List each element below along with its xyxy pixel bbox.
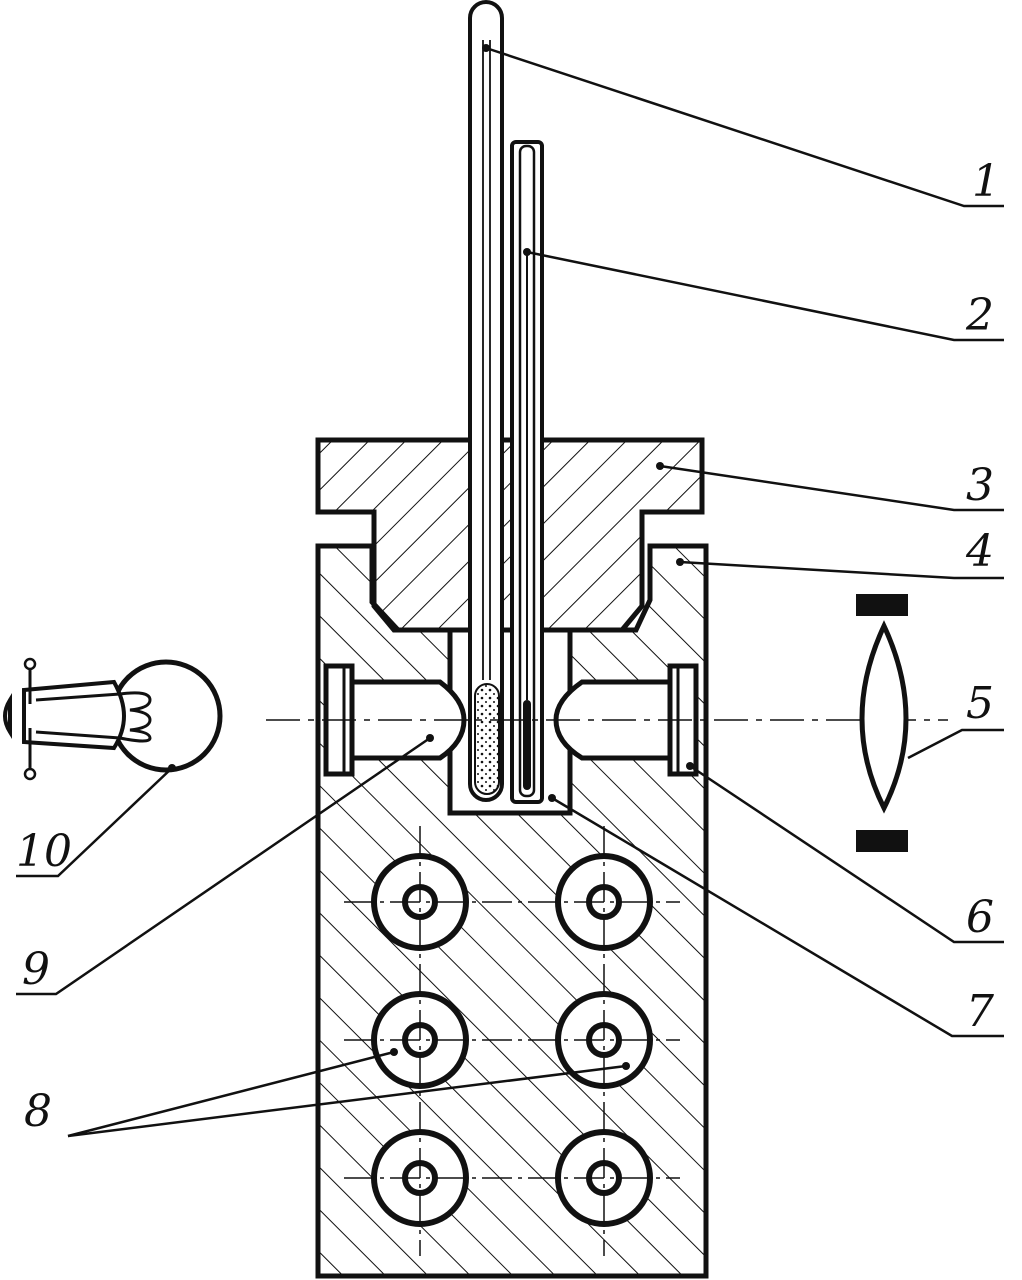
thermometer <box>510 140 544 804</box>
lens-icon <box>856 594 909 852</box>
label-2: 2 <box>965 290 994 341</box>
label-4: 4 <box>965 526 994 577</box>
leader-lines <box>16 46 1004 1138</box>
label-3: 3 <box>966 460 994 511</box>
leader-dots <box>168 44 694 1070</box>
label-5: 5 <box>966 678 994 729</box>
center-lines <box>344 826 680 1256</box>
capillary-tube <box>468 0 504 802</box>
heating-channels <box>344 826 680 1256</box>
sample-powder <box>474 683 500 795</box>
label-10: 10 <box>16 826 72 877</box>
label-7: 7 <box>966 986 994 1037</box>
label-6: 6 <box>966 892 994 943</box>
label-8: 8 <box>24 1086 52 1137</box>
lamp-icon <box>3 657 223 781</box>
label-9: 9 <box>22 944 50 995</box>
label-1: 1 <box>972 156 1000 207</box>
